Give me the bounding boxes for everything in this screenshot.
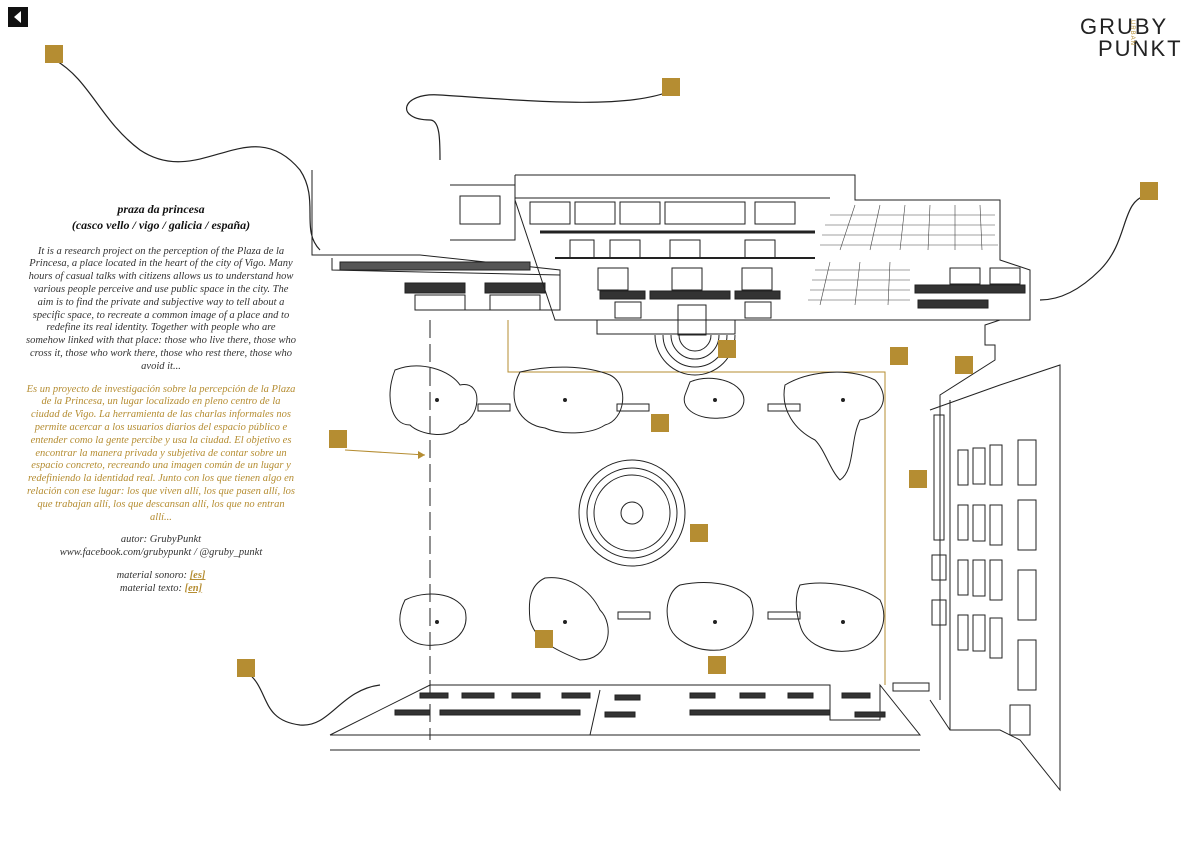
awning bbox=[596, 319, 736, 335]
tree bbox=[666, 582, 754, 651]
logo[interactable]: GRUBY PUNKT URBAN bbox=[1080, 14, 1192, 62]
tree bbox=[683, 377, 745, 419]
building-outline bbox=[450, 184, 516, 241]
window bbox=[459, 195, 501, 225]
back-arrow-icon bbox=[14, 11, 21, 23]
description-panel: praza da princesa (casco vello / vigo / … bbox=[26, 202, 296, 606]
bottom-balconies bbox=[394, 692, 886, 718]
audio-marker[interactable] bbox=[955, 356, 973, 374]
fountain bbox=[578, 459, 686, 567]
tree bbox=[528, 577, 609, 661]
back-button[interactable] bbox=[8, 7, 28, 27]
author: autor: GrubyPunkt bbox=[120, 534, 202, 546]
project-location: (casco vello / vigo / galicia / españa) bbox=[71, 217, 251, 232]
social-links: www.facebook.com/grubypunkt / @gruby_pun… bbox=[59, 547, 263, 559]
audio-marker[interactable] bbox=[890, 347, 908, 365]
balcony bbox=[404, 282, 466, 294]
bench bbox=[616, 403, 650, 412]
text-material-label: material texto: bbox=[119, 582, 182, 594]
path-line bbox=[54, 59, 321, 251]
audio-marker[interactable] bbox=[535, 630, 553, 648]
grid-facade bbox=[808, 204, 998, 306]
facade-windows bbox=[529, 201, 796, 225]
project-title: praza da princesa bbox=[117, 202, 205, 216]
balcony bbox=[484, 282, 546, 294]
logo-line1: GRUBY bbox=[1080, 14, 1169, 39]
logo-line2: PUNKT bbox=[1098, 36, 1183, 61]
text-material-link[interactable]: [en] bbox=[184, 582, 203, 594]
bench bbox=[767, 403, 801, 412]
balcony bbox=[917, 299, 989, 309]
right-windows bbox=[931, 439, 1037, 736]
audio-marker[interactable] bbox=[237, 659, 255, 677]
building-outline bbox=[514, 174, 1031, 321]
audio-marker[interactable] bbox=[662, 78, 680, 96]
audio-marker[interactable] bbox=[708, 656, 726, 674]
audio-marker[interactable] bbox=[329, 430, 347, 448]
tree bbox=[399, 593, 467, 646]
balcony bbox=[649, 290, 731, 300]
audio-marker[interactable] bbox=[690, 524, 708, 542]
plaza-edge bbox=[939, 319, 1001, 700]
balcony bbox=[734, 290, 781, 300]
logo-small-text: URBAN bbox=[1129, 20, 1135, 47]
balcony bbox=[339, 261, 531, 271]
audio-marker[interactable] bbox=[1140, 182, 1158, 200]
window bbox=[933, 414, 945, 541]
bench bbox=[767, 611, 801, 620]
window bbox=[949, 267, 981, 285]
gold-path bbox=[507, 320, 886, 685]
bench bbox=[617, 611, 651, 620]
window bbox=[989, 267, 1021, 285]
audio-marker[interactable] bbox=[718, 340, 736, 358]
tree bbox=[795, 582, 885, 652]
window bbox=[414, 294, 466, 311]
bench bbox=[477, 403, 511, 412]
tree bbox=[513, 366, 624, 434]
path-line bbox=[1039, 194, 1149, 301]
window bbox=[489, 294, 541, 311]
building-outline bbox=[331, 258, 561, 276]
sound-material-link[interactable]: [es] bbox=[189, 569, 206, 581]
step bbox=[892, 682, 930, 692]
audio-marker[interactable] bbox=[651, 414, 669, 432]
balcony bbox=[599, 290, 646, 300]
audio-marker[interactable] bbox=[45, 45, 63, 63]
balcony bbox=[914, 284, 1026, 294]
description-english: It is a research project on the percepti… bbox=[26, 245, 296, 372]
path-line bbox=[246, 671, 381, 726]
bottom-building bbox=[329, 683, 922, 736]
right-building bbox=[929, 364, 1061, 792]
tree bbox=[783, 371, 884, 481]
description-spanish: Es un proyecto de investigación sobre la… bbox=[26, 383, 296, 523]
facade-windows bbox=[569, 239, 776, 319]
audio-marker[interactable] bbox=[909, 470, 927, 488]
path-line bbox=[406, 91, 669, 161]
sound-material-label: material sonoro: bbox=[116, 569, 188, 581]
gold-arrow bbox=[344, 449, 426, 456]
door bbox=[677, 304, 707, 336]
tree bbox=[389, 365, 478, 435]
